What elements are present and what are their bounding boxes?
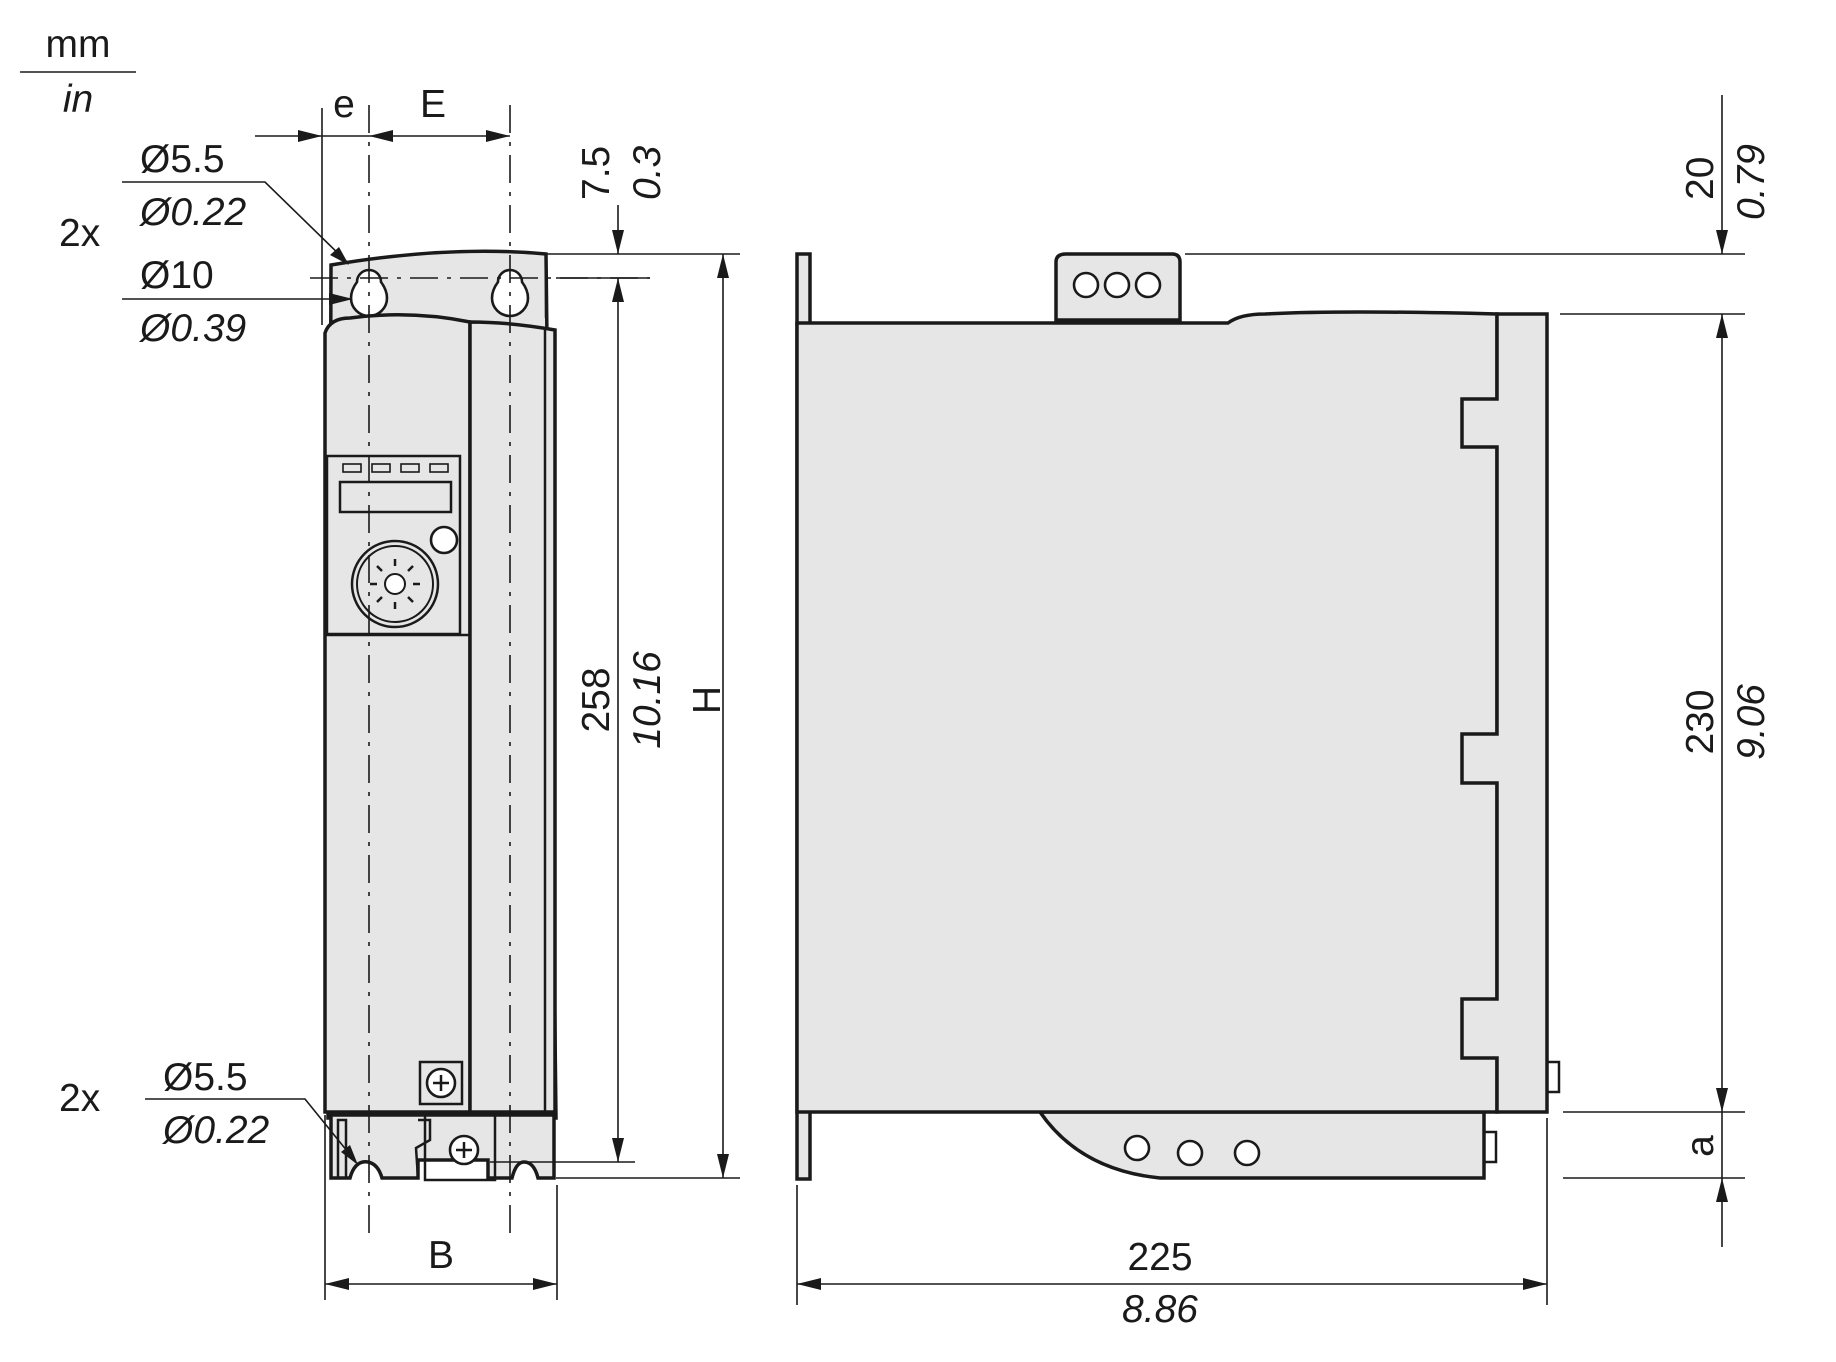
- arrow-225-right: [1523, 1278, 1547, 1290]
- led-4: [429, 463, 449, 473]
- top-hole-small-in: Ø0.22: [138, 191, 247, 234]
- arrow-230-bottom: [1716, 1088, 1728, 1112]
- bottom-terminal-block: [423, 1113, 497, 1182]
- arrow-leader-top-small: [330, 247, 349, 265]
- label-H: H: [686, 686, 729, 714]
- label-225-mm: 225: [1127, 1236, 1192, 1279]
- unit-in: in: [63, 78, 93, 121]
- arrow-a-up: [1716, 1178, 1728, 1202]
- label-e: e: [333, 83, 355, 126]
- label-230-in: 9.06: [1730, 684, 1773, 760]
- arrow-leader-top-large: [329, 293, 353, 305]
- arrow-225-left: [797, 1278, 821, 1290]
- arrow-258-bottom: [612, 1138, 624, 1162]
- top-holes-qty: 2x: [59, 212, 101, 255]
- housing-side-strip: [468, 320, 557, 1114]
- jog-dial-face: [356, 545, 434, 623]
- arrow-leader-bottom: [341, 1145, 358, 1165]
- side-body: [795, 310, 1499, 1114]
- bottom-terminal-3: [1233, 1139, 1261, 1167]
- label-a: a: [1679, 1135, 1722, 1157]
- label-258-in: 10.16: [626, 651, 669, 749]
- jog-dial: [350, 539, 440, 629]
- leader-top-small: [122, 181, 348, 263]
- display-window: [338, 480, 453, 514]
- top-hole-large-in: Ø0.39: [138, 307, 246, 350]
- ground-screw-upper-cross: [433, 1075, 449, 1091]
- label-20-in: 0.79: [1730, 144, 1773, 220]
- led-2: [371, 463, 391, 473]
- bottom-holes-qty: 2x: [59, 1077, 101, 1120]
- label-258-mm: 258: [575, 667, 618, 732]
- label-225-in: 8.86: [1122, 1288, 1198, 1331]
- arrow-E-right: [486, 130, 510, 142]
- bottom-tab-stub: [1482, 1130, 1498, 1164]
- side-view: 20 0.79 230 9.06 a 225 8.86: [795, 95, 1773, 1331]
- front-view: e E 2x Ø5.5 Ø0.22 Ø10 Ø0.39 2x Ø5.5 Ø0.2…: [59, 83, 740, 1300]
- label-20-mm: 20: [1679, 157, 1722, 200]
- arrow-20-down: [1716, 230, 1728, 254]
- control-panel: [325, 454, 462, 636]
- top-terminal-2: [1103, 271, 1131, 299]
- bottom-hole-in: Ø0.22: [161, 1109, 270, 1152]
- unit-mm: mm: [46, 23, 111, 66]
- arrow-H-bottom: [717, 1154, 729, 1178]
- bottom-hole-mm: Ø5.5: [163, 1056, 248, 1099]
- esc-button: [429, 525, 459, 555]
- arrow-230-top: [1716, 314, 1728, 338]
- top-hole-small-mm: Ø5.5: [140, 138, 225, 181]
- units-legend: mm in: [20, 23, 136, 121]
- led-3: [400, 463, 420, 473]
- label-7-5-mm: 7.5: [575, 146, 618, 200]
- front-cover: [1460, 312, 1549, 1114]
- ground-screw-block: [418, 1060, 464, 1106]
- arrow-7-5-down: [612, 230, 624, 254]
- ground-screw-lower-cross: [456, 1142, 472, 1158]
- label-230-mm: 230: [1679, 689, 1722, 754]
- bottom-terminal-1: [1123, 1134, 1151, 1162]
- arrow-B-left: [325, 1278, 349, 1290]
- bottom-mounting-plate: [329, 1113, 556, 1180]
- arrow-e-right: [369, 130, 393, 142]
- top-terminal-3: [1134, 271, 1162, 299]
- housing-front: [323, 313, 472, 1114]
- bottom-terminal-tab: [1036, 1110, 1486, 1180]
- leader-bottom: [145, 1098, 357, 1163]
- label-E: E: [420, 83, 446, 126]
- top-hole-large-mm: Ø10: [140, 254, 214, 297]
- cover-stub: [1545, 1060, 1561, 1094]
- led-1: [342, 463, 362, 473]
- arrow-e-left: [298, 130, 322, 142]
- arrow-B-right: [533, 1278, 557, 1290]
- label-B: B: [428, 1234, 454, 1277]
- bottom-terminal-2: [1176, 1139, 1204, 1167]
- arrow-H-top: [717, 254, 729, 278]
- label-7-5-in: 0.3: [626, 145, 669, 200]
- top-terminal-1: [1072, 271, 1100, 299]
